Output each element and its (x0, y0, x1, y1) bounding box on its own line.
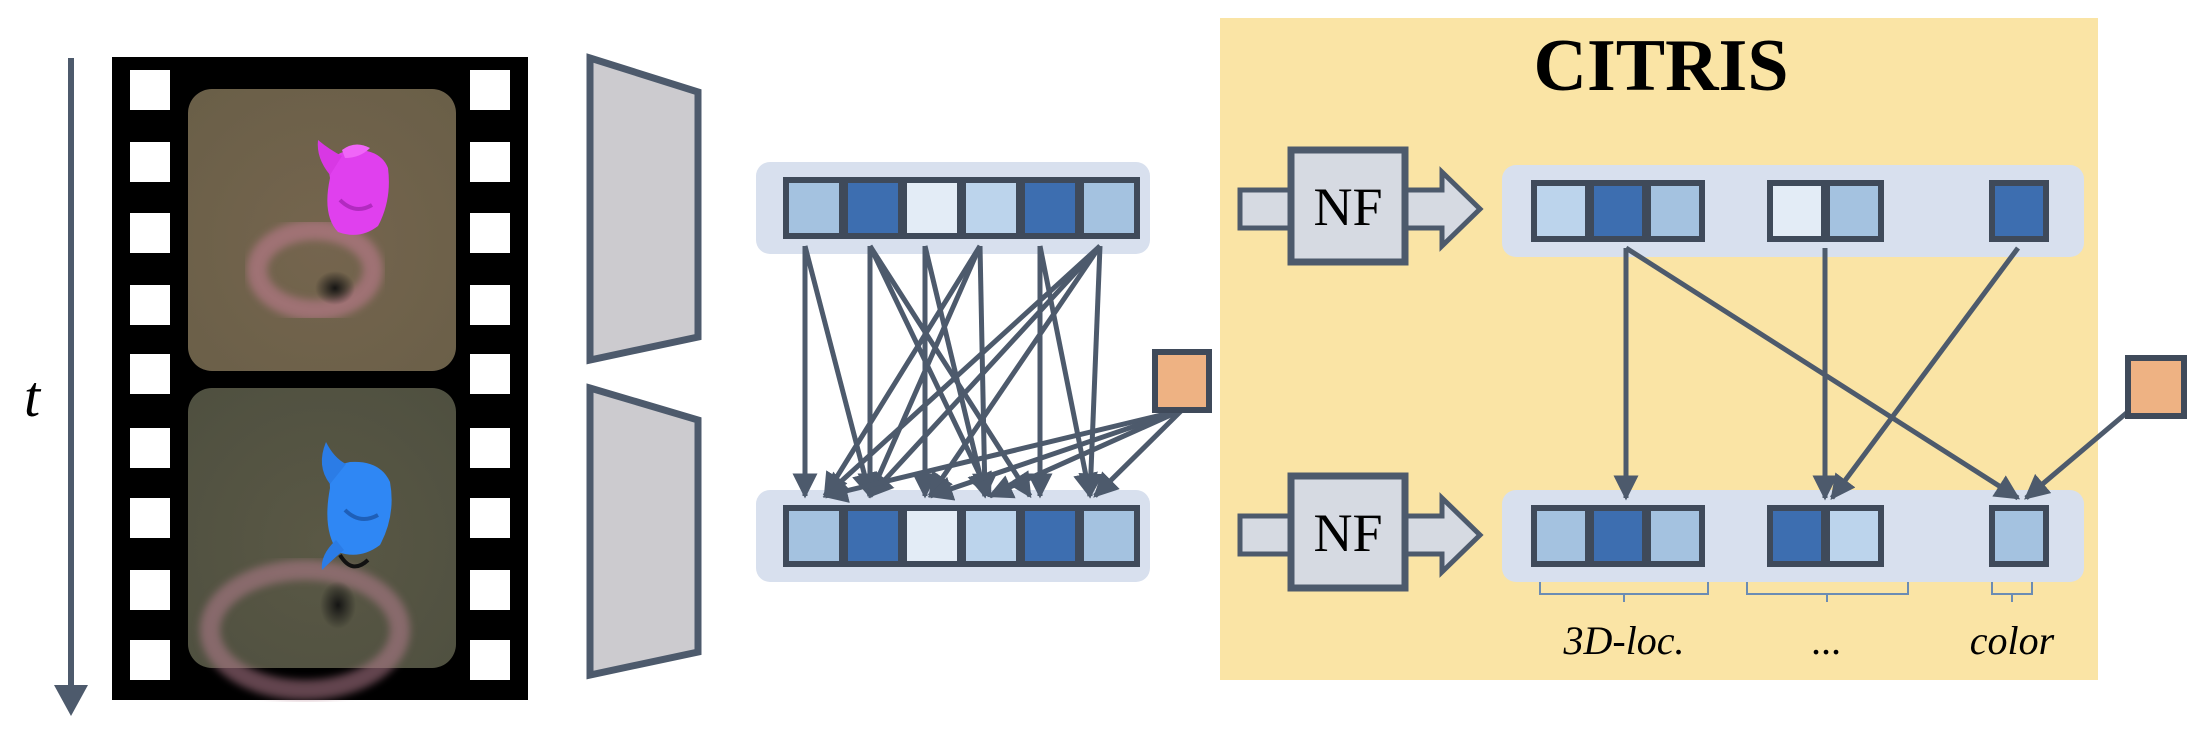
teapot-frame-icon (188, 388, 456, 700)
sprocket-left (130, 640, 170, 680)
citris-block-bottom (1588, 505, 1648, 567)
citris-panel: CITRIS NF NF 3D-loc. ... color (1220, 18, 2132, 680)
encoder-bottom (586, 383, 702, 680)
bottom-frame (188, 388, 456, 668)
top-ring (247, 220, 383, 320)
latent-block-top (901, 177, 963, 239)
bottom-shadow (320, 581, 356, 629)
brace-color (1991, 582, 2033, 602)
time-axis: t (24, 58, 88, 716)
citris-edge (1829, 246, 2021, 501)
latent-block-bottom (842, 505, 904, 567)
citris-block-top (1588, 180, 1648, 242)
teapot-frame-icon (188, 89, 456, 371)
latent-edge (802, 245, 877, 499)
brace-dots (1746, 582, 1909, 602)
sprocket-right (470, 354, 510, 394)
latent-block-bottom (1019, 505, 1081, 567)
citris-block-top (1645, 180, 1705, 242)
latent-edge (927, 244, 1103, 499)
citris-block-bottom (1824, 505, 1884, 567)
citris-title: CITRIS (1534, 25, 1789, 107)
citris-edges (1613, 245, 2132, 501)
latent-block-bottom (901, 505, 963, 567)
time-axis-arrowhead (54, 685, 88, 716)
film-strip-icon (112, 57, 528, 700)
intervention-edge (822, 407, 1183, 503)
latent-edge (822, 244, 983, 499)
latent-edge (1078, 245, 1104, 499)
intervention-edge (2024, 408, 2132, 500)
latent-blocks (783, 177, 1140, 567)
latent-edges (792, 244, 1184, 503)
citris-block-bottom (1989, 505, 2049, 567)
citris-block-bottom (1645, 505, 1705, 567)
sprocket-left (130, 570, 170, 610)
group-braces (1539, 582, 2033, 602)
time-label: t (24, 364, 42, 429)
encoder-top (586, 53, 702, 365)
citris-block-top (1824, 180, 1884, 242)
nf-label-bottom: NF (1313, 503, 1382, 563)
top-shadow (315, 271, 355, 305)
sprocket-left (130, 428, 170, 468)
latent-block-top (1078, 177, 1140, 239)
latent-edge (867, 244, 1033, 499)
latent-block-bottom (1078, 505, 1140, 567)
sprocket-right (470, 213, 510, 253)
intervention-edge (927, 407, 1183, 501)
sprocket-right (470, 428, 510, 468)
nf-module-bottom: NF (1237, 472, 1484, 592)
latent-block-top (842, 177, 904, 239)
intervention-square-icon (1152, 349, 1212, 413)
latent-edge (868, 244, 1102, 498)
sprocket-right (470, 640, 510, 680)
citris-block-top (1989, 180, 2049, 242)
intervention-square-icon (2125, 355, 2187, 419)
sprocket-right (470, 142, 510, 182)
group-label-color: color (1970, 618, 2055, 663)
sprocket-left (130, 285, 170, 325)
bottom-teapot (321, 442, 392, 570)
sprocket-left (130, 70, 170, 110)
film-sprockets (130, 70, 510, 680)
latent-graph (756, 162, 1212, 582)
latent-block-top (1019, 177, 1081, 239)
sprocket-left (130, 354, 170, 394)
citris-block-top (1767, 180, 1827, 242)
nf-label-top: NF (1313, 177, 1382, 237)
latent-edge (867, 244, 983, 499)
latent-edge (867, 244, 993, 499)
citris-block-bottom (1531, 505, 1591, 567)
sprocket-right (470, 498, 510, 538)
citris-blocks (1531, 180, 2049, 567)
group-label-3d-loc: 3D-loc. (1562, 618, 1684, 663)
latent-block-top (783, 177, 845, 239)
brace-3d-loc (1539, 582, 1709, 602)
latent-edge (922, 245, 992, 499)
latent-block-bottom (783, 505, 845, 567)
latent-block-top (960, 177, 1022, 239)
nf-module-top: NF (1237, 146, 1484, 266)
sprocket-right (470, 285, 510, 325)
latent-edge (823, 244, 1102, 498)
latent-block-bottom (960, 505, 1022, 567)
citris-block-top (1531, 180, 1591, 242)
encoder-trapezoid-icon (586, 53, 702, 680)
citris-block-bottom (1767, 505, 1827, 567)
sprocket-left (130, 498, 170, 538)
sprocket-left (130, 213, 170, 253)
bottom-ring (200, 560, 410, 700)
group-label-dots: ... (1812, 618, 1842, 663)
sprocket-right (470, 570, 510, 610)
intervention-edge (987, 407, 1184, 499)
intervention-edge (1093, 408, 1184, 498)
citris-edge (1624, 245, 2021, 501)
sprocket-right (470, 70, 510, 110)
top-teapot (317, 140, 389, 235)
sprocket-left (130, 142, 170, 182)
